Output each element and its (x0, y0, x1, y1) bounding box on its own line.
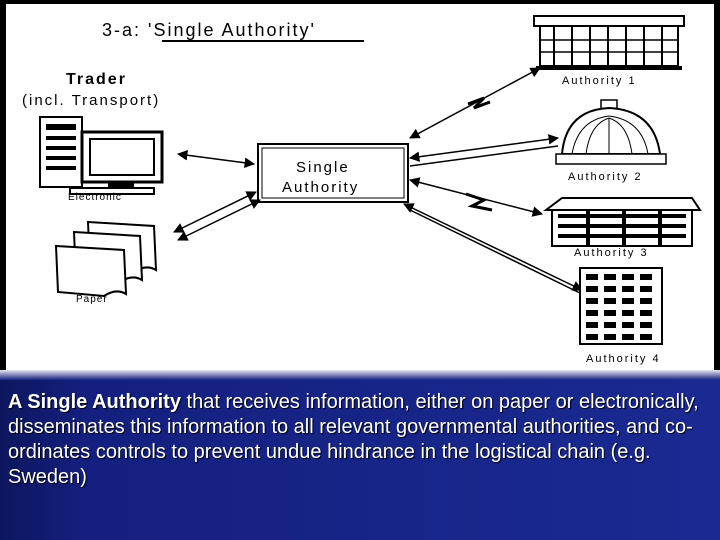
authority-2-label: Authority 2 (568, 171, 643, 183)
arrow-electronic-to-authority (176, 150, 256, 168)
authority-3-label: Authority 3 (574, 247, 649, 259)
arrow-paper-to-authority (173, 191, 257, 233)
authority-1-label: Authority 1 (562, 75, 637, 87)
arrow-to-authority-4 (403, 203, 583, 291)
caption-rest: that receives information, either on pap… (8, 391, 699, 488)
authority-3-building-icon (543, 197, 702, 247)
arrow-to-authority-4b (409, 209, 587, 297)
authority-4-building-icon (579, 267, 663, 345)
diagram-svg: 3-a: 'Single Authority' Trader (incl. Tr… (22, 15, 702, 365)
single-authority-line1: Single (296, 159, 350, 176)
diagram-title: 3-a: 'Single Authority' (102, 20, 316, 40)
authority-2-building-icon (555, 99, 667, 165)
trader-label: Trader (66, 71, 127, 88)
lightning-icon-2 (465, 192, 493, 212)
arrow-to-authority-2 (408, 134, 560, 162)
paper-icon (54, 220, 158, 298)
diagram-panel: 3-a: 'Single Authority' Trader (incl. Tr… (0, 0, 720, 370)
arrow-to-authority-2b (409, 145, 559, 167)
caption-panel: A Single Authority that receives informa… (0, 370, 720, 540)
caption-text: A Single Authority that receives informa… (8, 390, 708, 490)
arrow-to-authority-1 (409, 67, 541, 139)
paper-label: Paper (76, 294, 108, 305)
arrow-paper-to-authority-2 (177, 199, 261, 241)
authority-4-label: Authority 4 (586, 353, 661, 365)
lightning-icon-1 (467, 96, 491, 110)
electronic-label: Electronic (68, 192, 122, 203)
computer-icon (39, 116, 164, 195)
single-authority-line2: Authority (282, 179, 359, 196)
trader-sub-label: (incl. Transport) (22, 92, 160, 109)
authority-1-building-icon (533, 15, 685, 70)
caption-bold: A Single Authority (8, 391, 181, 413)
single-authority-box (257, 143, 409, 203)
